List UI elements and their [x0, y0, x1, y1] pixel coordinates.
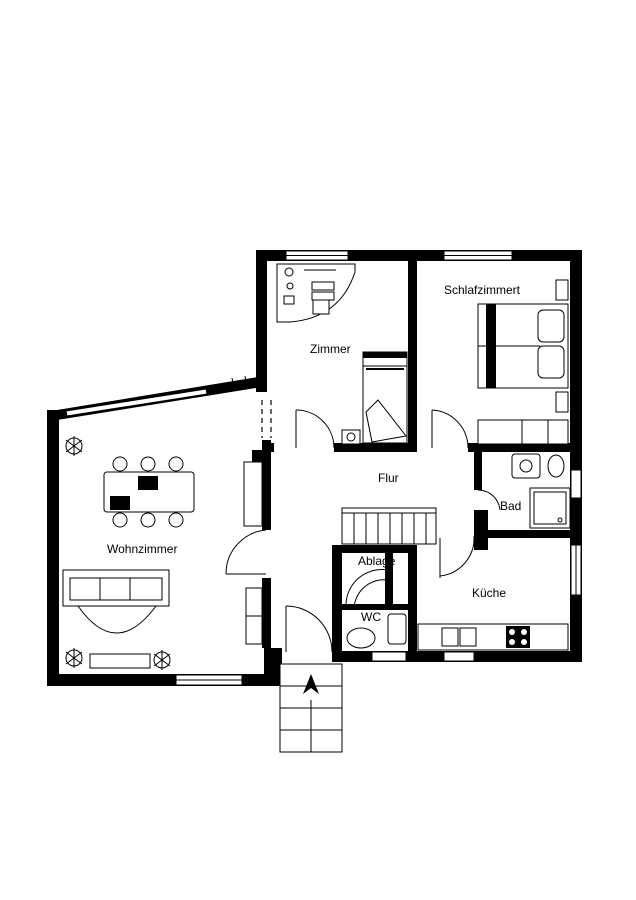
door-ablage — [345, 569, 389, 605]
door-kueche — [439, 535, 475, 577]
door-entrance — [285, 605, 333, 653]
room-label-flur: Flur — [378, 471, 399, 485]
sideboard — [243, 461, 263, 527]
room-label-ablage: Ablage — [358, 554, 396, 568]
dining-table — [103, 456, 195, 528]
desk-area — [276, 263, 356, 323]
shower — [529, 487, 571, 529]
sink-wc — [387, 613, 407, 645]
window-wc — [371, 651, 407, 662]
nightstand-1 — [555, 279, 569, 301]
doors — [225, 409, 501, 653]
double-bed — [477, 303, 569, 389]
room-label-bad: Bad — [500, 499, 521, 513]
sofa — [62, 569, 170, 634]
interior-stairs — [341, 507, 437, 545]
room-label-kueche: Küche — [472, 586, 506, 600]
window-kueche-bottom — [443, 651, 475, 662]
plant-icon — [65, 648, 83, 668]
plant-icon — [153, 650, 171, 670]
room-label-zimmer: Zimmer — [310, 342, 351, 356]
sink-zimmer — [341, 429, 361, 445]
room-label-wc: WC — [361, 610, 381, 624]
room-label-wohnzimmer: Wohnzimmer — [107, 542, 177, 556]
window-wohnzimmer-diagonal — [65, 388, 208, 417]
sink-bad — [511, 453, 541, 479]
toilet-bad — [547, 454, 565, 478]
door-zimmer — [295, 409, 335, 449]
entrance-arrow-icon — [303, 674, 319, 694]
wardrobe — [477, 419, 569, 445]
door-bad — [477, 489, 501, 511]
windows — [65, 250, 582, 686]
toilet-wc — [346, 627, 376, 649]
door-wohnzimmer — [225, 529, 267, 575]
door-schlafzimmer — [431, 409, 469, 449]
bed-zimmer — [362, 351, 408, 444]
kitchen-counter — [417, 623, 569, 651]
room-label-schlafzimmer: Schlafzimmert — [444, 283, 521, 297]
window-bad — [570, 469, 582, 499]
plant-icon — [65, 436, 83, 456]
tv-stand — [89, 653, 151, 669]
entrance-steps — [279, 663, 343, 753]
nightstand-2 — [555, 391, 569, 413]
door-wc — [353, 579, 389, 611]
